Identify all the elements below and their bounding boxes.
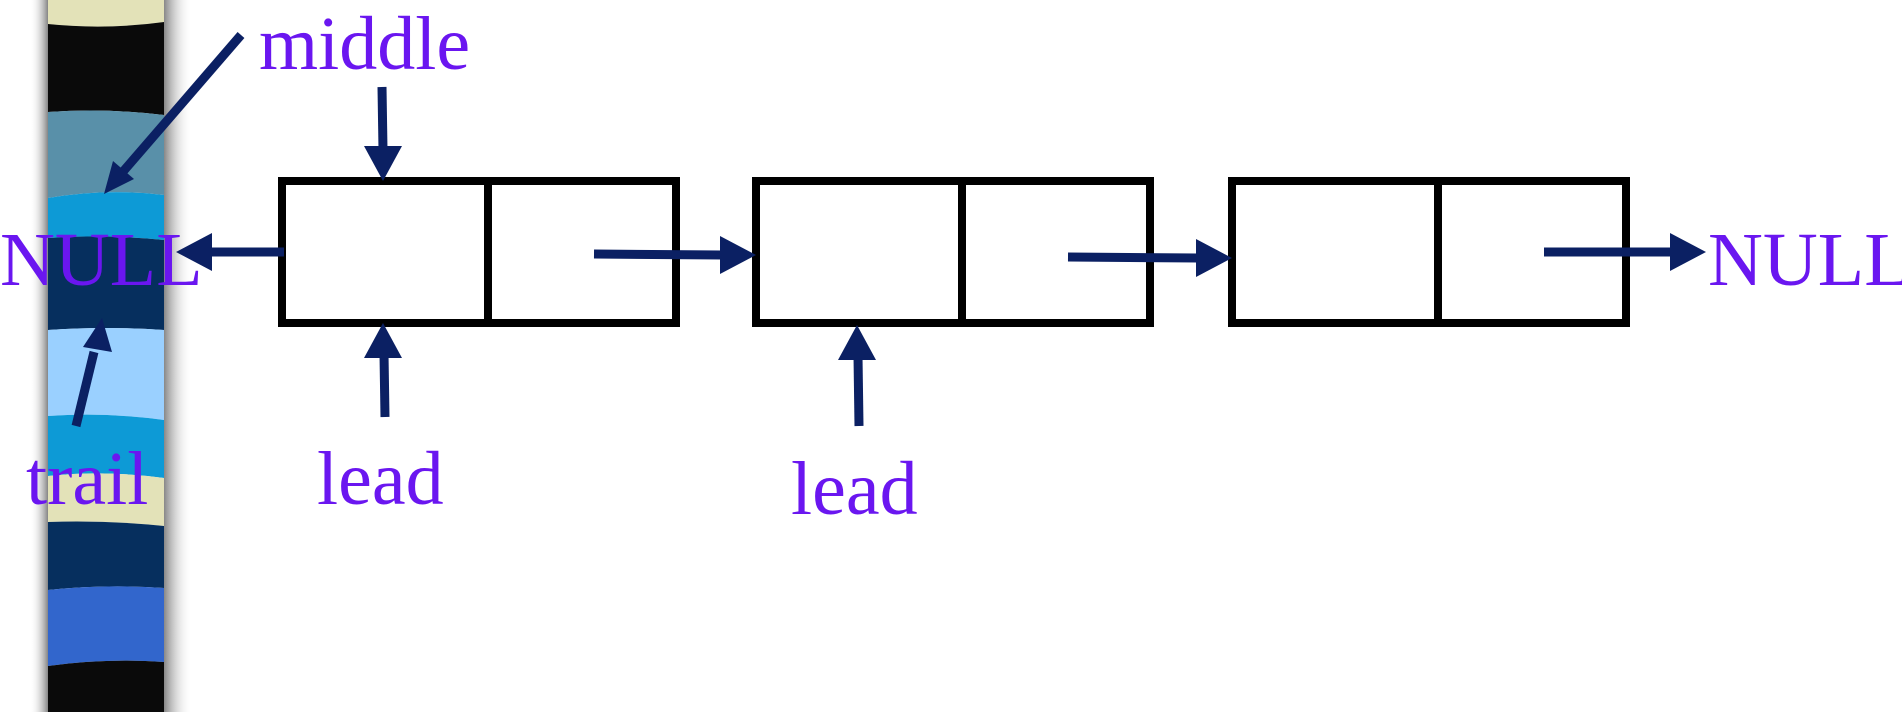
null-right-label: NULL (1708, 218, 1902, 302)
trail-label: trail (26, 437, 149, 521)
stripe-black-1 (48, 22, 164, 115)
arrow-trail-up (71, 318, 112, 428)
node-2 (752, 177, 1154, 327)
middle-label: middle (259, 2, 471, 86)
list-nodes (278, 177, 1630, 327)
stripe-navy-2 (48, 521, 164, 590)
arrow-to-null-right (1544, 233, 1706, 271)
stripe-cyan-1 (48, 192, 164, 240)
node-2-data-field (752, 177, 966, 327)
node-2-next-field (958, 177, 1154, 327)
stripe-blue (48, 586, 164, 666)
node-1-data-field (278, 177, 492, 327)
null-left-label: NULL (0, 218, 203, 302)
arrow-middle-down (364, 86, 402, 181)
lead-label-1: lead (317, 437, 444, 521)
arrows (71, 32, 1706, 428)
stripe-black-2 (48, 660, 164, 712)
stripe-navy-1 (48, 236, 164, 330)
stripe-teal (48, 110, 164, 198)
stripe-light-blue (48, 328, 164, 420)
arrow-node2-to-node3 (1067, 239, 1232, 277)
stripe-cream-top (48, 0, 164, 27)
arrow-lead1-up (364, 323, 402, 418)
stripe-cyan-2 (48, 414, 164, 478)
stripe-cream-2 (48, 473, 164, 526)
decorative-stripe-banner (30, 0, 192, 712)
lead-label-2: lead (791, 447, 918, 531)
node-3-data-field (1228, 177, 1442, 327)
arrow-lead2-up (838, 325, 876, 427)
arrow-middle-to-banner (104, 32, 245, 194)
arrow-to-null-left (176, 233, 284, 271)
banner-left-shadow (30, 0, 48, 712)
arrow-node1-to-node2 (593, 236, 756, 274)
